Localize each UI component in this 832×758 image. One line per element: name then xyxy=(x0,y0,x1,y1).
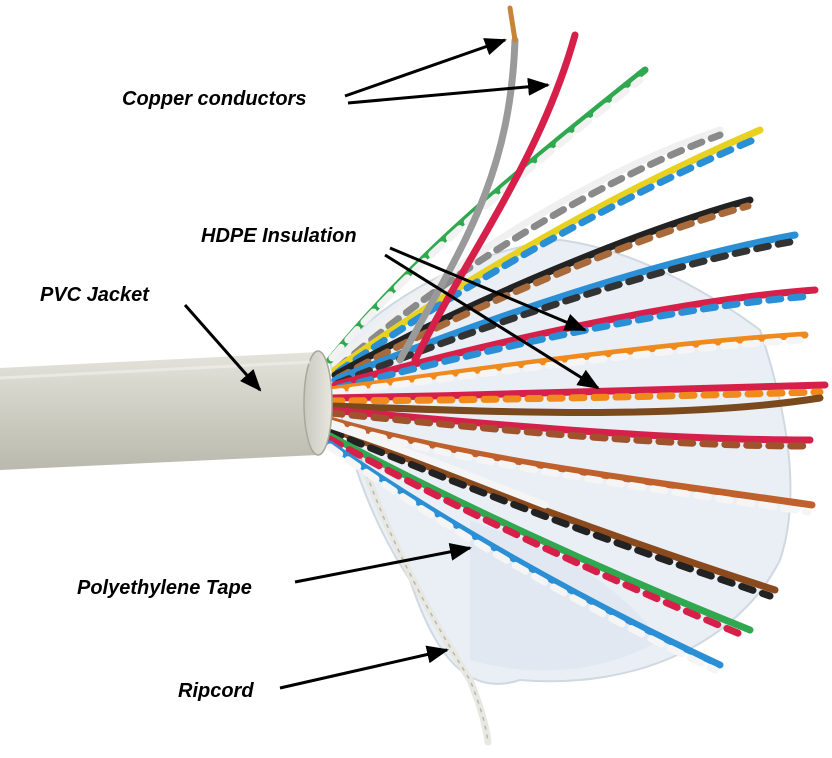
label-copper-conductors: Copper conductors xyxy=(122,88,306,110)
arrow-hdpe-1 xyxy=(389,246,587,332)
arrow-hdpe-2 xyxy=(384,253,600,390)
label-polyethylene-tape: Polyethylene Tape xyxy=(77,577,252,599)
arrow-ripcord xyxy=(279,645,449,690)
arrow-jacket xyxy=(183,304,262,392)
arrow-copper-1 xyxy=(344,38,507,98)
ripcord-shadow xyxy=(354,439,489,743)
copper-conductor-wires xyxy=(396,5,579,364)
pvc-jacket xyxy=(0,350,333,470)
label-ripcord: Ripcord xyxy=(178,680,254,702)
callout-arrows xyxy=(183,38,600,690)
label-pvc-jacket: PVC Jacket xyxy=(40,284,150,306)
arrow-copper-2 xyxy=(347,77,550,105)
label-hdpe-insulation: HDPE Insulation xyxy=(201,225,357,247)
arrow-tape xyxy=(294,542,472,584)
